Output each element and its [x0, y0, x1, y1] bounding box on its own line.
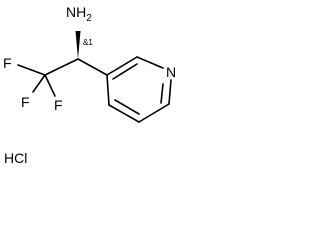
wedge-bond-c1-n — [75, 31, 81, 59]
bond-c1-c3 — [77, 58, 108, 76]
fluorine-label-3: F — [54, 97, 63, 113]
bond-c2-f3 — [44, 74, 56, 97]
bond-ring-c5-c4 — [108, 104, 140, 123]
bond-c2-f2 — [32, 74, 46, 93]
fluorine-label-2: F — [21, 94, 30, 110]
ring-nitrogen-label: N — [166, 64, 176, 80]
bond-ring-c4-c3 — [106, 74, 110, 106]
bond-ring-n1-c6 — [168, 79, 172, 105]
bond-ring-inner-2 — [160, 83, 164, 104]
bond-ring-inner-3 — [114, 99, 140, 115]
amine-label: NH2 — [66, 4, 92, 24]
stereo-label: &1 — [83, 38, 93, 47]
bond-ring-inner-1 — [112, 63, 138, 80]
bond-c2-f1 — [17, 64, 46, 76]
amine-subscript: 2 — [86, 13, 92, 24]
amine-main: NH — [66, 4, 86, 20]
bond-c1-c2 — [44, 58, 79, 76]
bonds — [17, 56, 172, 123]
salt-label: HCl — [4, 150, 27, 166]
atom-labels: NH2 &1 F F F N — [3, 4, 176, 113]
bond-ring-c3-c2 — [106, 56, 138, 76]
chemical-structure: NH2 &1 F F F N HCl — [3, 4, 176, 166]
fluorine-label-1: F — [3, 55, 12, 71]
bond-ring-c2-n1 — [136, 56, 164, 69]
bond-ring-c6-c5 — [138, 103, 170, 123]
